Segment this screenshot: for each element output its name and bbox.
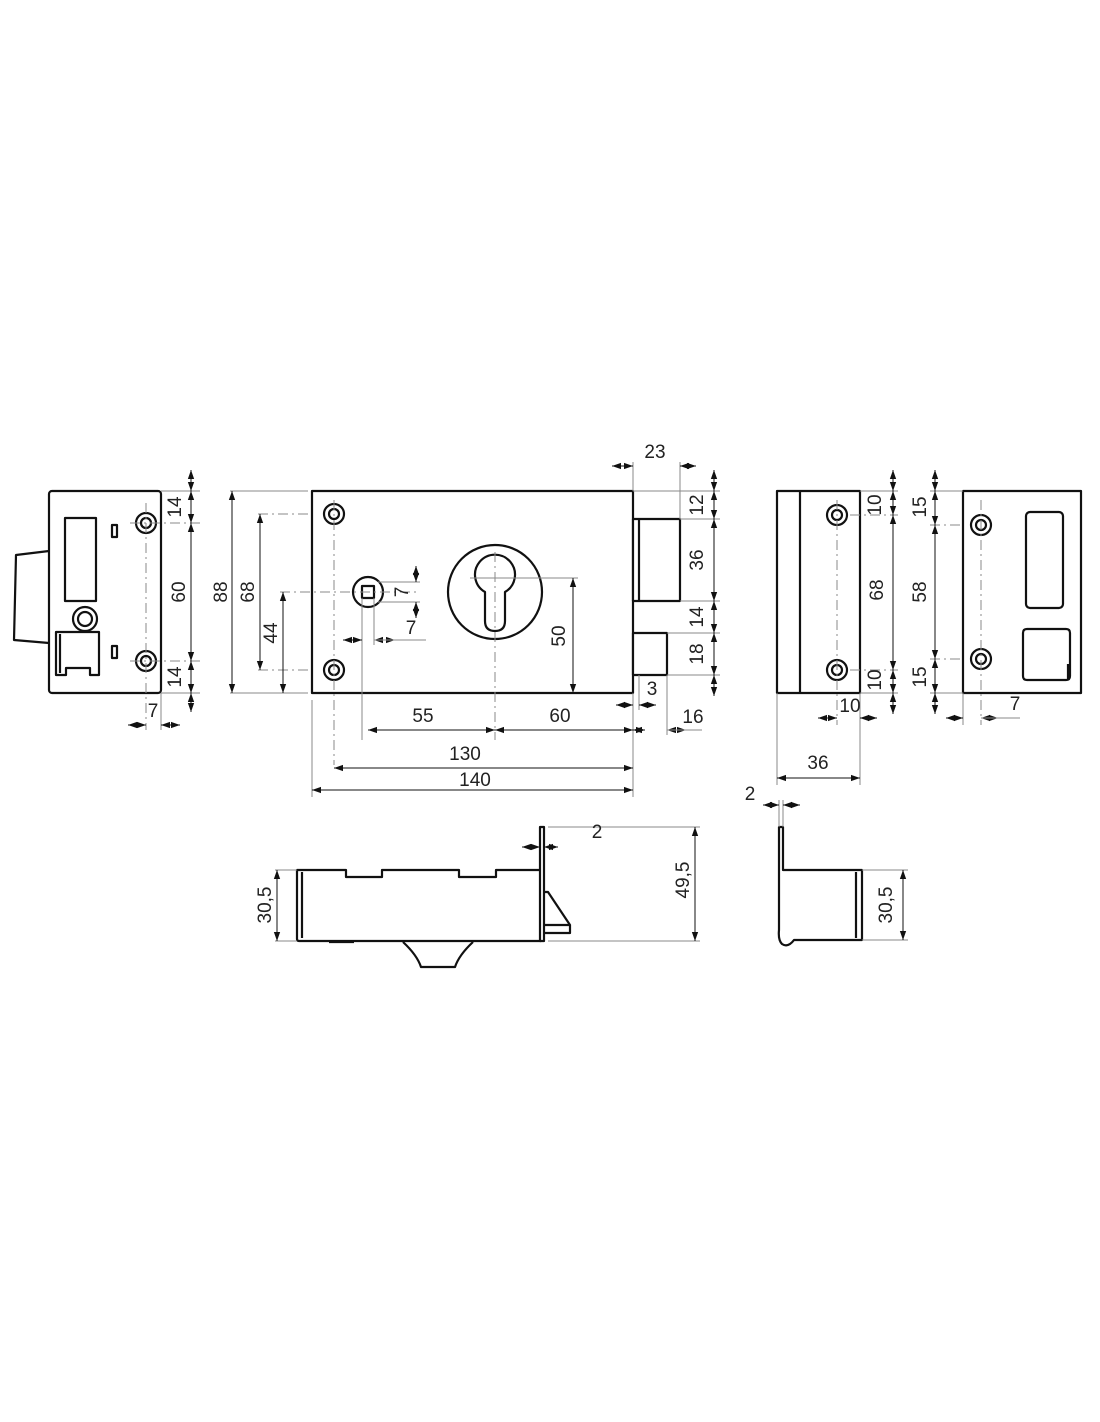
dim-label: 18: [687, 643, 708, 664]
dim-label: 7: [148, 701, 159, 722]
dim-label: 7: [406, 618, 417, 639]
keeper-view: 15 58 15 7: [910, 470, 1083, 725]
latch: [631, 631, 669, 677]
dim-label: 10: [865, 669, 886, 690]
dim-label: 30,5: [876, 887, 897, 924]
dim-label: 15: [910, 496, 931, 517]
handle-outline: [12, 549, 50, 645]
dim-label: 2: [592, 822, 603, 843]
dim-label: 2: [745, 784, 756, 805]
dim-label: 68: [867, 579, 888, 600]
dim-label: 55: [412, 706, 433, 727]
strike-section-view: 2 30,5: [745, 784, 908, 947]
dim-label: 140: [459, 770, 491, 791]
dim-label: 36: [687, 549, 708, 570]
dim-label: 36: [807, 753, 828, 774]
dim-label: 50: [549, 625, 570, 646]
lock-section-view: 30,5 49,5 2: [255, 822, 700, 969]
dim-label: 15: [910, 666, 931, 687]
strike-plate-view: 10 68 10 10 36: [775, 470, 898, 785]
dim-label: 10: [865, 494, 886, 515]
dim-label: 14: [165, 666, 186, 688]
dim-label: 16: [682, 707, 703, 728]
dim-label: 60: [549, 706, 570, 727]
front-view: 88 68 44 7 7 50 55 60 130 140 23 12 36 1…: [211, 442, 720, 797]
dim-label: 10: [839, 696, 860, 717]
dim-label: 14: [687, 606, 708, 628]
dim-label: 130: [449, 744, 481, 765]
dim-label: 49,5: [673, 862, 694, 899]
deadbolt: [631, 517, 682, 603]
dim-label: 30,5: [255, 887, 276, 924]
dim-label: 12: [687, 494, 708, 515]
dim-label: 23: [644, 442, 665, 463]
dim-label: 14: [165, 496, 186, 518]
dim-label: 7: [392, 587, 413, 598]
dim-label: 7: [1010, 694, 1021, 715]
left-side-view: 14 60 14 7: [12, 470, 200, 730]
dim-label: 58: [910, 581, 931, 602]
dim-label: 60: [169, 581, 190, 602]
bracket: [54, 630, 101, 677]
dim-label: 44: [261, 622, 282, 644]
dim-label: 68: [238, 581, 259, 602]
slot: [63, 516, 98, 603]
dim-label: 3: [647, 679, 658, 700]
dim-label: 88: [211, 581, 232, 602]
